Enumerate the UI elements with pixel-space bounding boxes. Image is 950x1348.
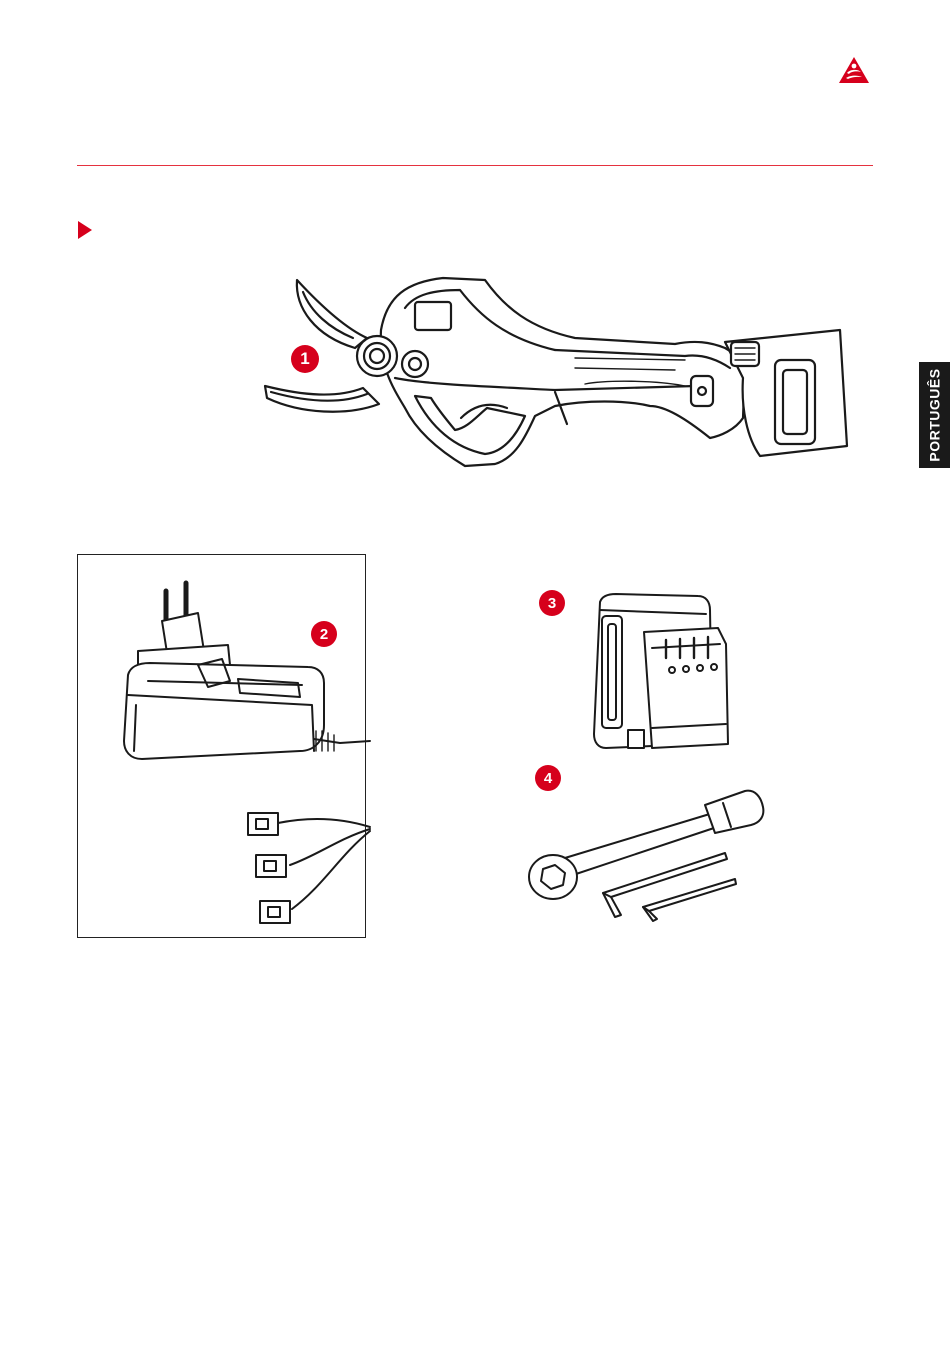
language-tab[interactable]: PORTUGUÊS	[919, 362, 950, 468]
brand-logo-icon	[838, 56, 870, 84]
tools-number-badge: 4	[535, 765, 561, 791]
pruner-illustration	[255, 268, 855, 473]
battery-illustration	[588, 588, 738, 760]
battery-number-badge: 3	[539, 590, 565, 616]
charger-number-badge: 2	[311, 621, 337, 647]
section-arrow-icon	[78, 221, 92, 239]
pruner-number-badge: 1	[291, 345, 319, 373]
header-divider	[77, 165, 873, 166]
language-tab-label: PORTUGUÊS	[927, 368, 943, 461]
tools-illustration	[525, 783, 790, 923]
charger-illustration	[78, 555, 378, 937]
